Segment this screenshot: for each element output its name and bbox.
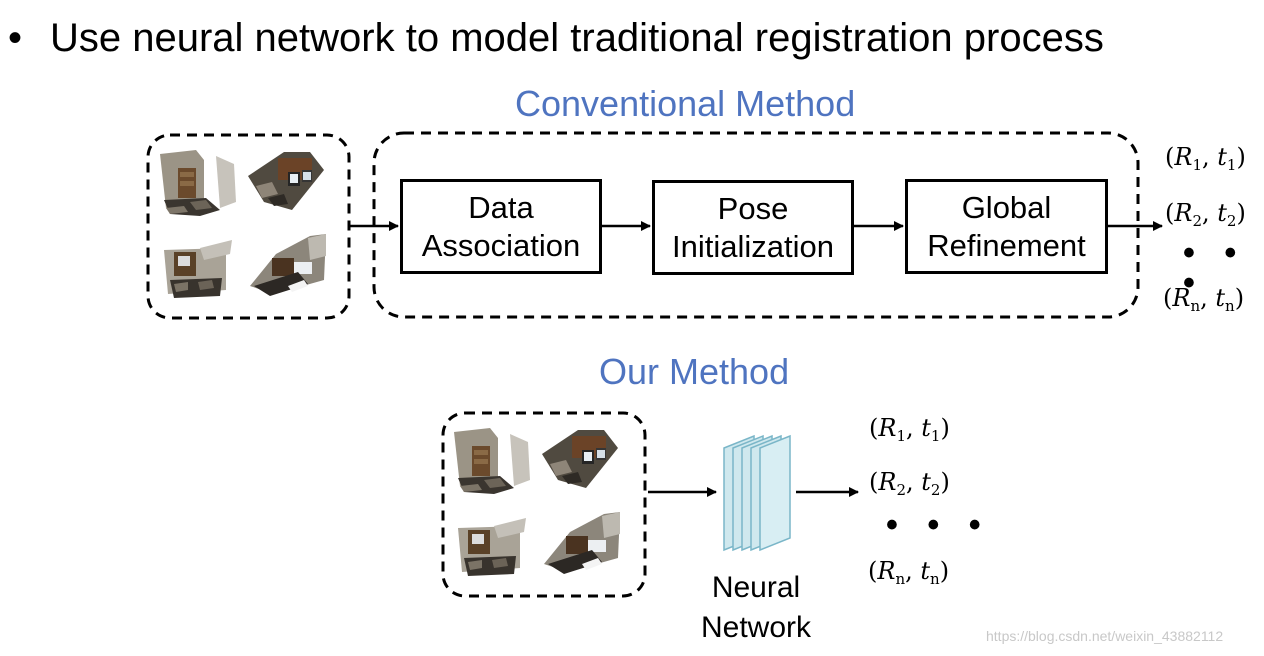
our-method-title: Our Method <box>599 351 790 392</box>
our-input-scan-thumbnails <box>454 428 620 576</box>
room-scan-image <box>454 428 530 494</box>
output-ellipsis: • • • <box>1183 234 1247 302</box>
our-input-scans-frame <box>441 411 647 598</box>
our-output-ellipsis: • • • <box>886 506 991 544</box>
room-scan-image <box>250 234 326 296</box>
neural-network-label: Neural Network <box>671 568 841 648</box>
step-label-line1: Pose <box>717 190 789 226</box>
network-label-line2: Network <box>700 611 812 644</box>
room-scan-image <box>542 430 618 488</box>
network-label-line1: Neural <box>711 571 801 604</box>
room-scan-image <box>164 240 232 298</box>
our-output-pose-n: (Rn, tn) <box>868 557 950 588</box>
data-association-box: Data Association <box>400 179 602 274</box>
header-text: Use neural network to model traditional … <box>50 16 1104 60</box>
step-label-line2: Refinement <box>927 227 1086 263</box>
step-label-line2: Initialization <box>672 228 834 264</box>
output-pose-n: (Rn, tn) <box>1163 284 1245 315</box>
our-output-pose-1: (R1, t1) <box>869 414 950 445</box>
bullet-dot: • <box>8 16 23 60</box>
room-scan-image <box>248 152 324 210</box>
output-pose-2: (R2, t2) <box>1165 199 1246 230</box>
global-refinement-box: Global Refinement <box>905 179 1108 274</box>
output-pose-1: (R1, t1) <box>1165 143 1246 174</box>
room-scan-image <box>160 150 236 216</box>
input-scan-thumbnails <box>160 150 326 298</box>
watermark-url: https://blog.csdn.net/weixin_43882112 <box>986 628 1224 644</box>
step-label-line1: Global <box>961 189 1052 225</box>
pose-initialization-box: Pose Initialization <box>652 180 854 275</box>
room-scan-image <box>544 512 620 574</box>
room-scan-image <box>458 518 526 576</box>
our-output-pose-2: (R2, t2) <box>869 468 950 499</box>
header-bullet-line: • Use neural network to model traditional… <box>8 10 1104 66</box>
step-label-line1: Data <box>468 189 534 225</box>
neural-network-icon <box>723 434 791 552</box>
step-label-line2: Association <box>421 227 581 263</box>
conventional-title: Conventional Method <box>515 83 856 124</box>
